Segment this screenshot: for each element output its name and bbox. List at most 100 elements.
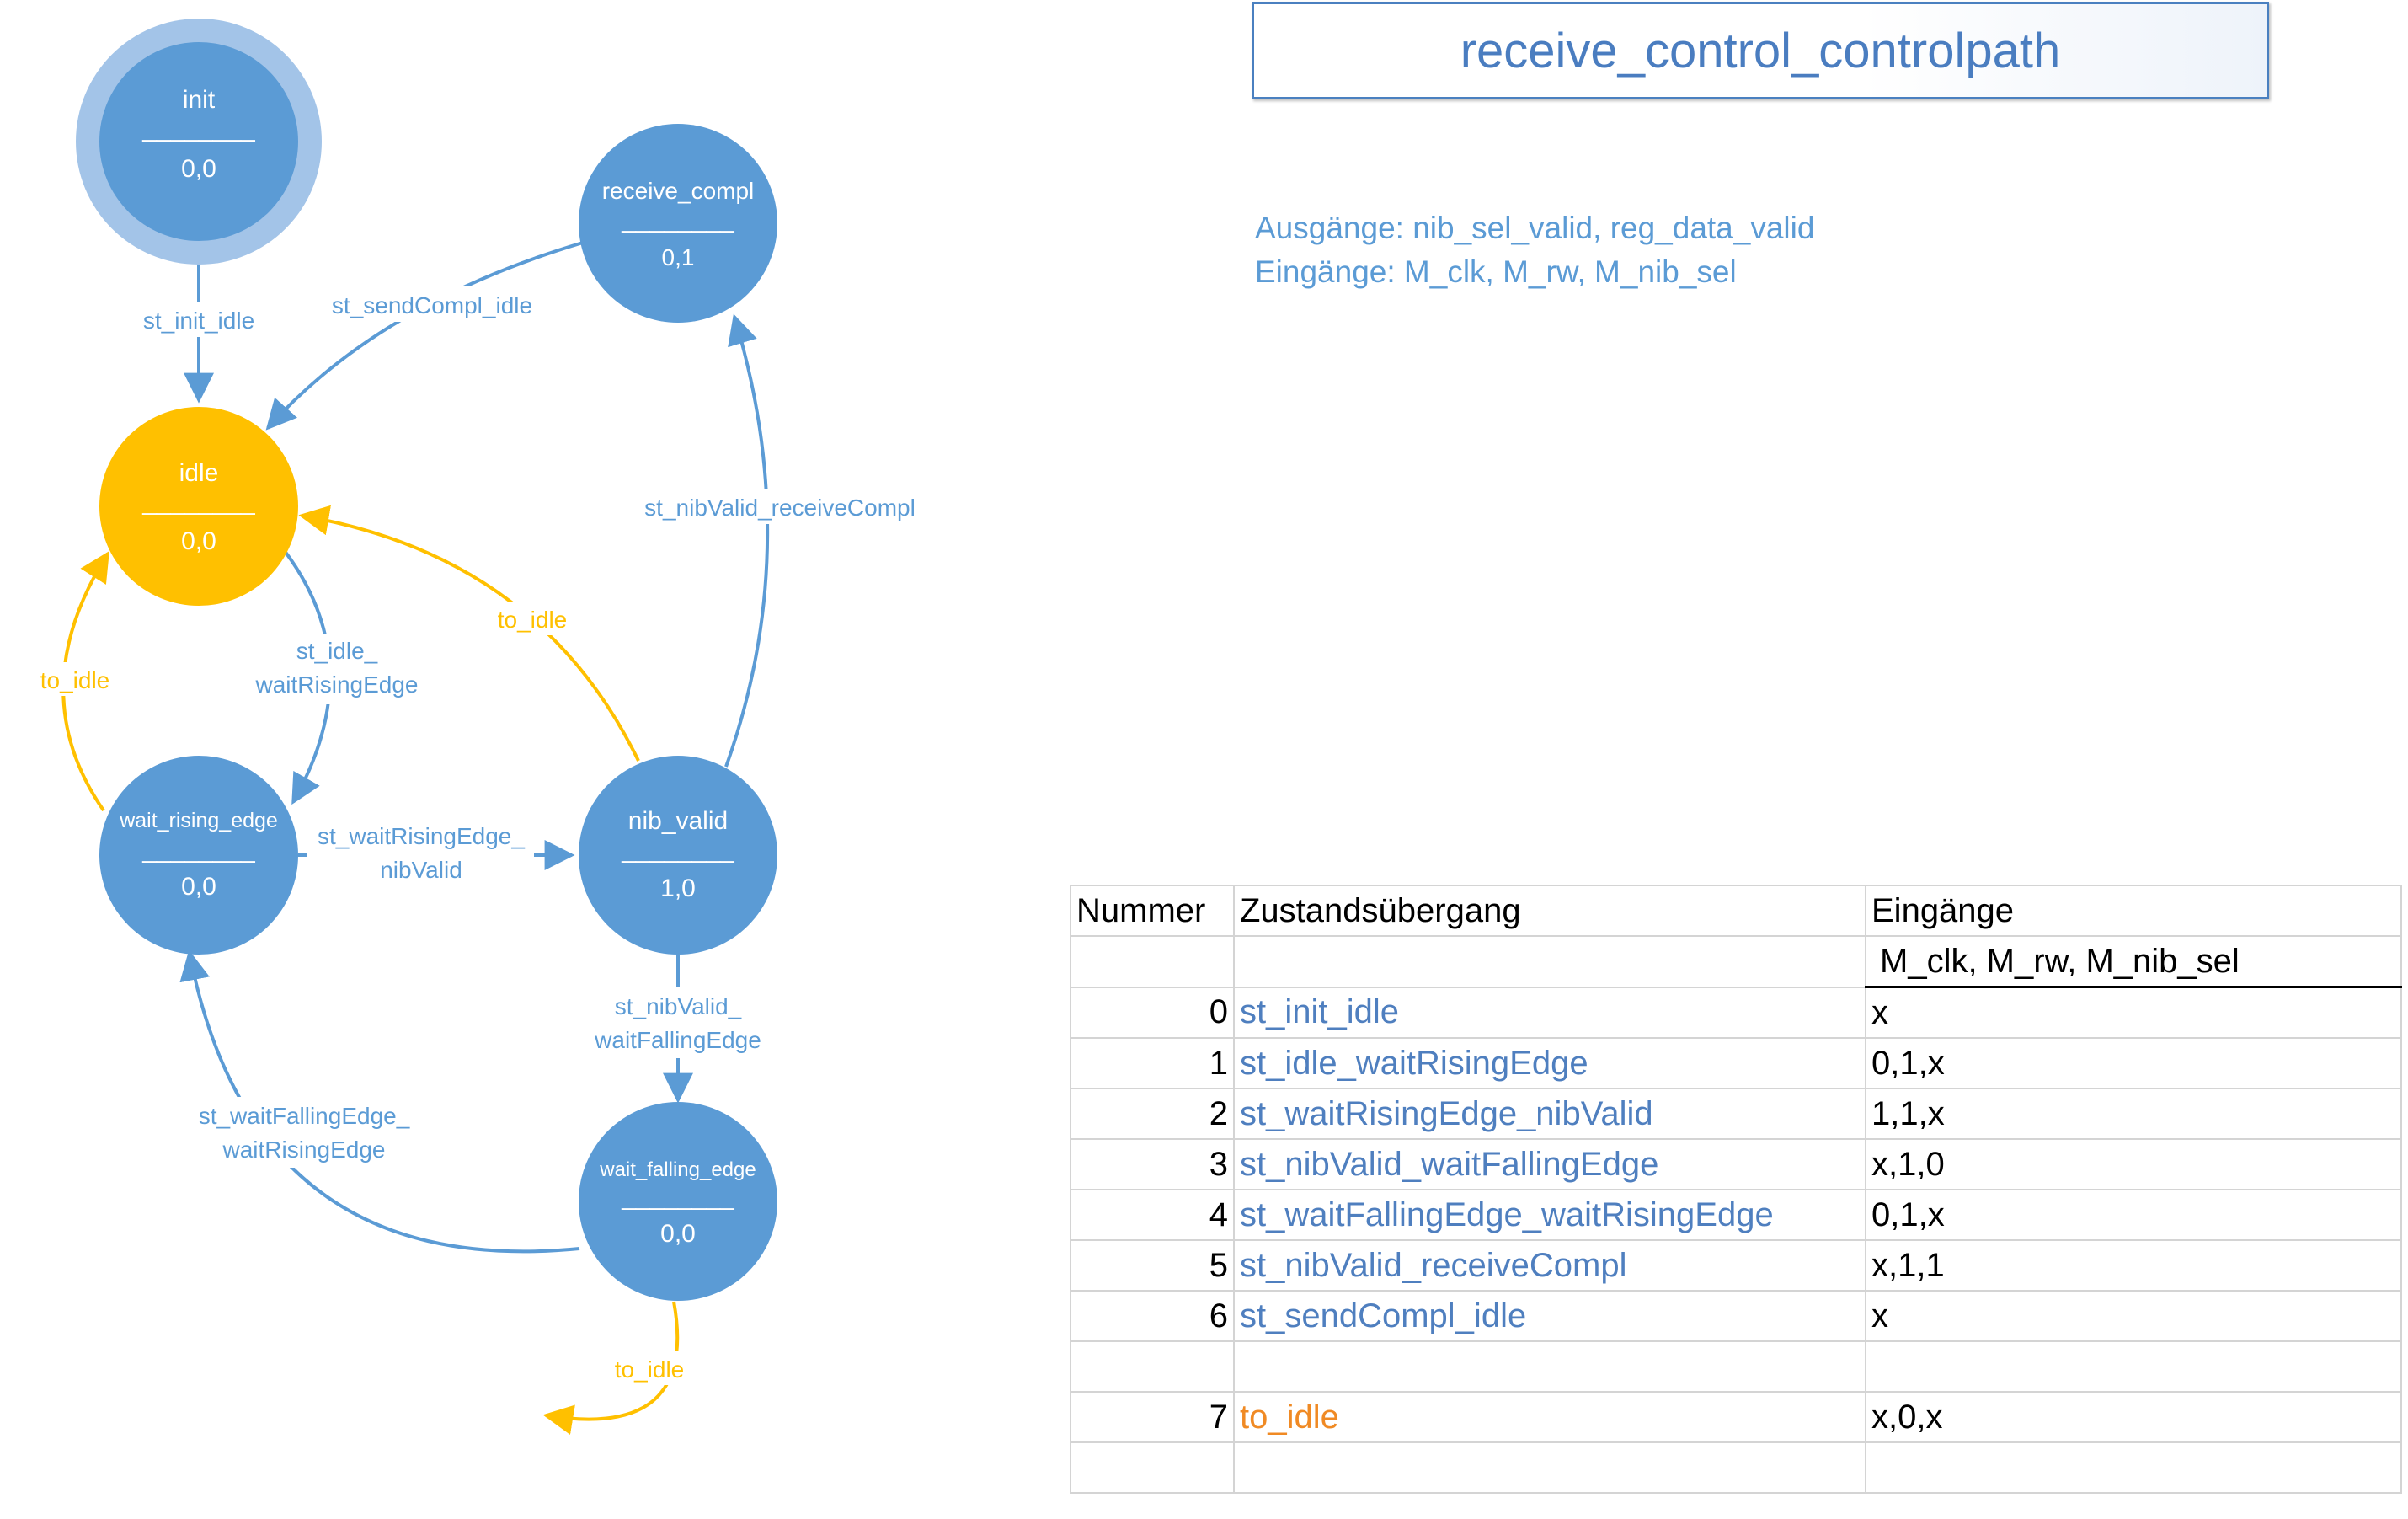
row-transition: st_idle_waitRisingEdge — [1233, 1037, 1866, 1089]
table-row: 3 st_nibValid_waitFallingEdge x,1,0 — [1070, 1138, 2402, 1190]
state-wait-rising-edge: wait_rising_edge ________ 0,0 — [99, 756, 298, 955]
header-nummer: Nummer — [1070, 885, 1235, 937]
row-inputs: x,1,0 — [1865, 1138, 2402, 1190]
label-st-init-idle: st_init_idle — [126, 302, 271, 337]
svg-text:st_nibValid_receiveCompl: st_nibValid_receiveCompl — [644, 495, 916, 521]
state-receive-compl: receive_compl ________ 0,1 — [579, 124, 777, 323]
svg-text:nib_valid: nib_valid — [628, 807, 728, 835]
svg-text:st_nibValid_: st_nibValid_ — [615, 993, 742, 1019]
row-transition: st_waitFallingEdge_waitRisingEdge — [1233, 1189, 1866, 1241]
edge-st-waitfallingedge-waitrisingedge — [179, 949, 580, 1254]
row-transition: st_init_idle — [1233, 986, 1866, 1039]
label-to-idle-bottom: to_idle — [606, 1351, 694, 1385]
edge-to-idle-bottom — [542, 1301, 680, 1436]
row-inputs: 0,1,x — [1865, 1037, 2402, 1089]
svg-text:st_waitFallingEdge_: st_waitFallingEdge_ — [199, 1103, 410, 1129]
table-row: 7 to_idle x,0,x — [1070, 1391, 2402, 1443]
svg-text:to_idle: to_idle — [40, 667, 110, 693]
row-inputs: 1,1,x — [1865, 1088, 2402, 1140]
state-nib-valid: nib_valid ________ 1,0 — [579, 756, 777, 955]
label-st-waitfallingedge-waitrisingedge: st_waitFallingEdge_ waitRisingEdge — [185, 1097, 423, 1168]
svg-text:waitRisingEdge: waitRisingEdge — [255, 671, 419, 698]
row-transition — [1233, 1441, 1866, 1494]
svg-text:wait_falling_edge: wait_falling_edge — [599, 1158, 756, 1181]
label-st-nibvalid-waitfallingedge: st_nibValid_ waitFallingEdge — [583, 987, 777, 1058]
svg-text:to_idle: to_idle — [615, 1356, 685, 1383]
inputs-line: Eingänge: M_clk, M_rw, M_nib_sel — [1255, 254, 1737, 289]
diagram-title: receive_control_controlpath — [1460, 23, 2061, 78]
edge-st-nibvalid-receivecompl — [724, 313, 770, 768]
state-init: init ________ 0,0 — [76, 19, 322, 265]
svg-text:________: ________ — [141, 115, 256, 142]
row-number: 6 — [1070, 1290, 1235, 1342]
subheader-empty-1 — [1070, 935, 1235, 988]
row-inputs — [1865, 1340, 2402, 1393]
svg-text:waitFallingEdge: waitFallingEdge — [594, 1027, 761, 1053]
label-to-idle-left: to_idle — [32, 662, 120, 696]
table-row-empty — [1070, 1340, 2402, 1393]
svg-text:________: ________ — [621, 206, 735, 233]
row-transition — [1233, 1340, 1866, 1393]
outputs-line: Ausgänge: nib_sel_valid, reg_data_valid — [1255, 211, 1815, 245]
label-st-waitrisingedge-nibvalid: st_waitRisingEdge_ nibValid — [307, 819, 534, 890]
table-row: 1 st_idle_waitRisingEdge 0,1,x — [1070, 1037, 2402, 1089]
header-eingaenge: Eingänge — [1865, 885, 2402, 937]
svg-text:________: ________ — [621, 1183, 735, 1211]
edge-st-sendcompl-idle — [265, 241, 584, 431]
row-number: 5 — [1070, 1239, 1235, 1292]
svg-text:0,0: 0,0 — [181, 527, 216, 555]
row-number — [1070, 1441, 1235, 1494]
row-transition: st_waitRisingEdge_nibValid — [1233, 1088, 1866, 1140]
label-to-idle-mid: to_idle — [489, 602, 576, 635]
table-row: 0 st_init_idle x — [1070, 986, 2402, 1039]
svg-text:nibValid: nibValid — [380, 857, 462, 883]
subheader-inputs: M_clk, M_rw, M_nib_sel — [1865, 935, 2402, 988]
row-number: 2 — [1070, 1088, 1235, 1140]
row-number: 0 — [1070, 986, 1235, 1039]
svg-text:st_idle_: st_idle_ — [296, 638, 378, 664]
svg-text:0,0: 0,0 — [660, 1220, 696, 1248]
row-inputs: 0,1,x — [1865, 1189, 2402, 1241]
label-st-sendcompl-idle: st_sendCompl_idle — [318, 286, 546, 322]
row-number: 7 — [1070, 1391, 1235, 1443]
row-number: 1 — [1070, 1037, 1235, 1089]
row-number: 3 — [1070, 1138, 1235, 1190]
svg-text:init: init — [183, 86, 216, 114]
row-inputs — [1865, 1441, 2402, 1494]
edge-to-idle-mid — [298, 505, 640, 762]
table-row: 6 st_sendCompl_idle x — [1070, 1290, 2402, 1342]
row-inputs: x,0,x — [1865, 1391, 2402, 1443]
svg-text:receive_compl: receive_compl — [602, 178, 755, 204]
io-info: Ausgänge: nib_sel_valid, reg_data_valid … — [1255, 206, 1814, 294]
row-number: 4 — [1070, 1189, 1235, 1241]
row-inputs: x — [1865, 986, 2402, 1039]
row-transition: to_idle — [1233, 1391, 1866, 1443]
table-subheader-row: M_clk, M_rw, M_nib_sel — [1070, 935, 2402, 988]
state-idle: idle ________ 0,0 — [99, 407, 298, 606]
row-inputs: x,1,1 — [1865, 1239, 2402, 1292]
svg-text:________: ________ — [141, 836, 256, 864]
svg-text:0,0: 0,0 — [181, 873, 216, 901]
svg-text:to_idle: to_idle — [498, 607, 568, 633]
svg-text:0,1: 0,1 — [662, 244, 695, 270]
state-wait-falling-edge: wait_falling_edge ________ 0,0 — [579, 1102, 777, 1301]
svg-text:________: ________ — [141, 488, 256, 516]
header-zustandsuebergang: Zustandsübergang — [1233, 885, 1866, 937]
row-transition: st_sendCompl_idle — [1233, 1290, 1866, 1342]
svg-text:idle: idle — [179, 459, 219, 487]
label-st-idle-waitrisingedge: st_idle_ waitRisingEdge — [246, 634, 430, 704]
svg-text:0,0: 0,0 — [181, 155, 216, 183]
subheader-empty-2 — [1233, 935, 1866, 988]
table-header-row: Nummer Zustandsübergang Eingänge — [1070, 885, 2402, 937]
table-row: 5 st_nibValid_receiveCompl x,1,1 — [1070, 1239, 2402, 1292]
row-transition: st_nibValid_receiveCompl — [1233, 1239, 1866, 1292]
svg-text:1,0: 1,0 — [660, 874, 696, 902]
row-transition: st_nibValid_waitFallingEdge — [1233, 1138, 1866, 1190]
svg-text:wait_rising_edge: wait_rising_edge — [119, 809, 278, 832]
row-number — [1070, 1340, 1235, 1393]
svg-text:st_sendCompl_idle: st_sendCompl_idle — [332, 292, 532, 318]
transition-table: Nummer Zustandsübergang Eingänge M_clk, … — [1070, 885, 2402, 1494]
label-st-nibvalid-receivecompl: st_nibValid_receiveCompl — [627, 489, 940, 524]
svg-text:st_init_idle: st_init_idle — [143, 308, 254, 334]
table-row: 2 st_waitRisingEdge_nibValid 1,1,x — [1070, 1088, 2402, 1140]
